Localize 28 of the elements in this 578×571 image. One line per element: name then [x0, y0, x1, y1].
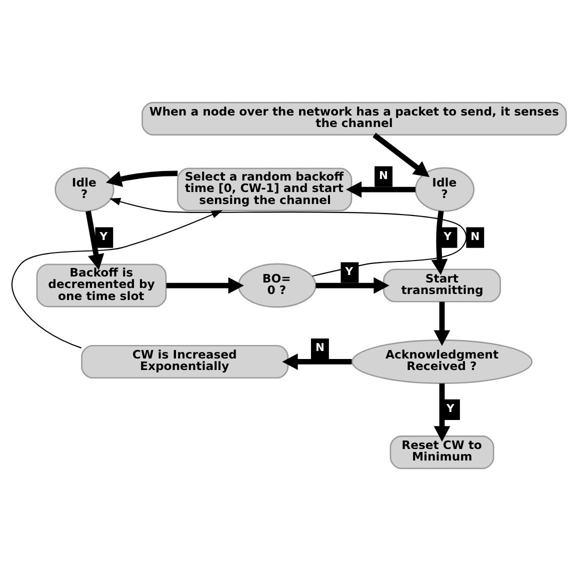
node-box: Start transmitting	[383, 268, 501, 302]
arrow	[346, 181, 416, 198]
edge-label: Y	[444, 230, 452, 243]
edge-label: N	[379, 168, 388, 182]
edge-label: Y	[100, 230, 108, 243]
node-box: Select a random backoff time [0, CW-1] and start sensing the channel	[176, 168, 352, 212]
node-ellipse: BO= 0 ?	[238, 263, 316, 308]
edge-label: Y	[446, 402, 454, 416]
arrow	[434, 383, 450, 442]
arrow	[166, 277, 244, 294]
node-box: When a node over the network has a packet to send, it senses the channel	[142, 102, 567, 136]
node-box: CW is Increased Exponentially	[81, 344, 289, 379]
node-box: Backoff is decremented by one time slot	[36, 264, 167, 308]
arrow	[86, 210, 104, 270]
edge-label: N	[315, 341, 324, 354]
arrow	[431, 210, 448, 276]
node-ellipse: Idle ?	[414, 167, 474, 212]
arrow	[316, 277, 390, 294]
arrow	[11, 210, 223, 348]
node-box: Reset CW to Minimum	[390, 435, 494, 470]
arrow	[282, 354, 352, 370]
node-ellipse: Acknowledgment Received ?	[351, 340, 533, 384]
arrow	[109, 198, 467, 277]
arrow	[434, 302, 450, 346]
edge-label: N	[470, 230, 480, 243]
edge-label: Y	[345, 264, 354, 278]
node-ellipse: Idle ?	[54, 167, 114, 212]
arrow	[106, 170, 178, 187]
